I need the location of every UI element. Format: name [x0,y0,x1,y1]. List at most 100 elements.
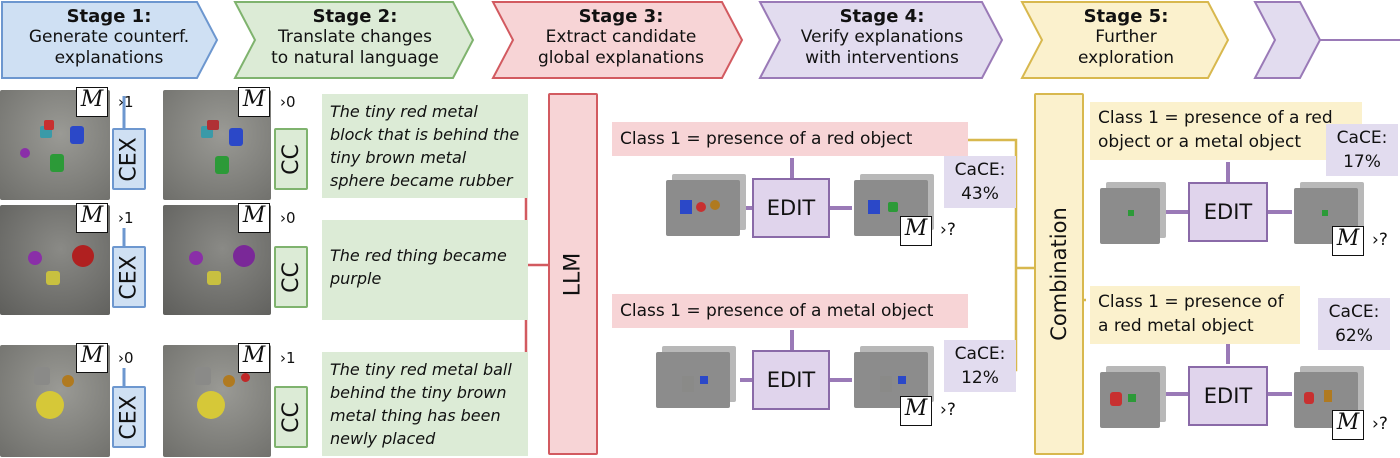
model-output-value: 0 [124,349,134,367]
model-label: M [76,203,108,233]
model-output-value: 0 [286,209,296,227]
candidate-explanation: Class 1 = presence of a metal object [612,294,968,328]
model-output: ›? [940,400,956,420]
model-label: M [900,216,932,246]
cc-label: CC [278,143,304,175]
stage5-label: Stage 5: Further exploration [1036,6,1216,69]
cace-label: CaCE: [1328,302,1380,322]
combined-explanation-line1: Class 1 = presence of [1098,292,1284,312]
model-output-unknown: ? [946,220,956,240]
model-label: M [76,87,108,117]
continuation-arrow [1253,1,1322,79]
cace-label: CaCE: [954,160,1006,180]
change-description: The tiny red metal ball behind the tiny … [322,352,528,456]
stage2-label: Stage 2: Translate changes to natural la… [250,6,460,69]
model-output-unknown: ? [1378,230,1388,250]
model-output-value: 0 [286,93,296,111]
cace-badge: CaCE: 62% [1318,298,1390,350]
edit-box: EDIT [752,178,830,238]
cc-box: CC [274,246,308,308]
stage2-title: Stage 2: [312,6,398,27]
stage2-arrow [233,1,475,79]
stage3-line2: global explanations [537,48,704,68]
change-description: The tiny red metal block that is behind … [322,94,528,198]
model-output-value: 1 [286,349,296,367]
stage2-line2: to natural language [271,48,439,68]
stage3-line1: Extract candidate [545,27,697,47]
cex-box: CEX [112,386,146,448]
combination-label: Combination [1047,207,1072,341]
cc-box: CC [274,128,308,190]
model-output: ›1 [280,349,296,367]
model-output: ›? [940,220,956,240]
model-label: M [1332,226,1364,256]
cace-value: 12% [961,368,999,388]
candidate-explanation: Class 1 = presence of a red object [612,122,968,156]
combined-explanation-line1: Class 1 = presence of a red [1098,108,1333,128]
edit-box: EDIT [1188,366,1268,426]
combined-explanation-line2: object or a metal object [1098,132,1302,152]
change-description: The red thing became purple [322,220,528,320]
stage4-line1: Verify explanations [800,27,964,47]
stage3-title: Stage 3: [578,6,664,27]
stage1-title: Stage 1: [66,6,152,27]
cc-box: CC [274,386,308,448]
stage1-label: Stage 1: Generate counterf. explanations [4,6,214,69]
edit-box: EDIT [752,350,830,410]
llm-box: LLM [548,93,598,455]
stage4-title: Stage 4: [839,6,925,27]
model-label: M [1332,410,1364,440]
model-label: M [238,87,270,117]
combined-explanation: Class 1 = presence of a red metal object [1090,286,1300,344]
cace-label: CaCE: [954,344,1006,364]
model-output: ›? [1372,230,1388,250]
stage4-arrow [758,1,1004,79]
model-output: ›0 [280,93,296,111]
stage1-arrow [1,1,219,79]
cace-label: CaCE: [1336,128,1388,148]
model-output: ›0 [280,209,296,227]
model-label: M [238,343,270,373]
stage5-title: Stage 5: [1083,6,1169,27]
cex-box: CEX [112,128,146,190]
cace-badge: CaCE: 43% [944,156,1016,208]
combined-explanation-line2: a red metal object [1098,316,1254,336]
scene-image-stack [656,352,730,408]
model-output-unknown: ? [1378,414,1388,434]
model-output-value: 1 [124,209,134,227]
scene-image-stack [1100,372,1160,428]
combination-box: Combination [1034,93,1084,455]
model-output-unknown: ? [946,400,956,420]
model-label: M [238,203,270,233]
stage5-line1: Further [1095,27,1157,47]
stage1-line2: explanations [54,48,164,68]
model-output: ›1 [118,93,134,111]
edit-box: EDIT [1188,182,1268,242]
llm-label: LLM [560,252,586,296]
scene-image-stack [1100,188,1160,244]
stage5-line2: exploration [1077,48,1175,68]
cex-box: CEX [112,246,146,308]
scene-image-stack [666,180,740,236]
cex-label: CEX [116,254,142,300]
model-output-value: 1 [124,93,134,111]
cex-label: CEX [116,394,142,440]
stage4-line2: with interventions [805,48,959,68]
cace-value: 17% [1343,152,1381,172]
cace-badge: CaCE: 17% [1326,124,1398,176]
stage4-label: Stage 4: Verify explanations with interv… [776,6,988,69]
cace-value: 43% [961,184,999,204]
stage2-line1: Translate changes [277,27,432,47]
stage5-arrow [1020,1,1230,79]
cc-label: CC [278,401,304,433]
cace-value: 62% [1335,326,1373,346]
stage1-line1: Generate counterf. [28,27,190,47]
combined-explanation: Class 1 = presence of a red object or a … [1090,102,1362,160]
model-output: ›1 [118,209,134,227]
cace-badge: CaCE: 12% [944,340,1016,392]
cc-label: CC [278,261,304,293]
stage3-arrow [491,1,744,79]
stage3-label: Stage 3: Extract candidate global explan… [510,6,732,69]
model-output: ›0 [118,349,134,367]
model-label: M [76,343,108,373]
